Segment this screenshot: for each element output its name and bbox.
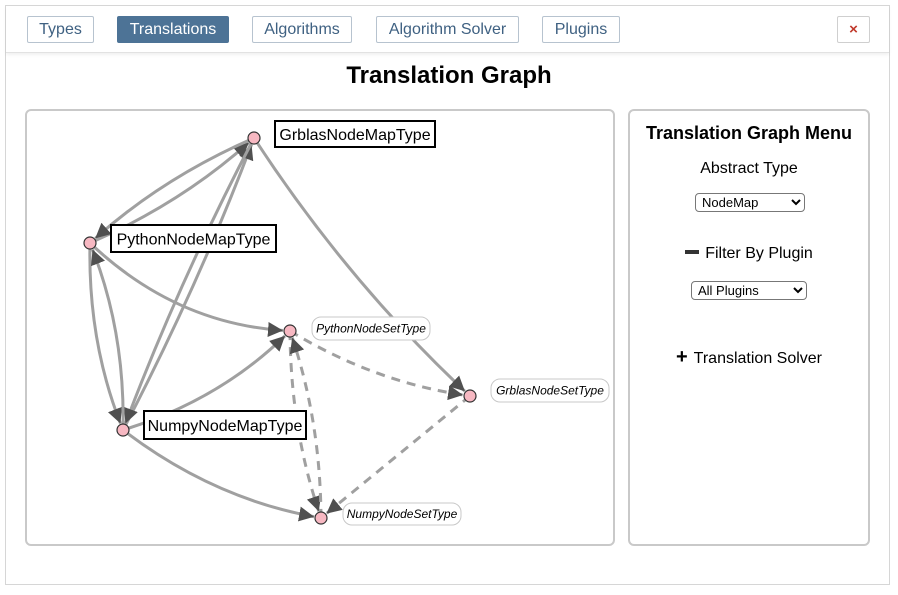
graph-node[interactable] bbox=[283, 324, 297, 338]
graph-node[interactable] bbox=[83, 236, 97, 250]
node-label: NumpyNodeMapType bbox=[148, 418, 303, 435]
graph-edge bbox=[122, 428, 315, 522]
filter-by-plugin-toggle[interactable]: Filter By Plugin bbox=[630, 245, 868, 263]
filter-by-plugin-label: Filter By Plugin bbox=[705, 245, 813, 262]
node-label: PythonNodeSetType bbox=[316, 322, 426, 336]
translation-solver-toggle[interactable]: + Translation Solver bbox=[630, 346, 868, 369]
node-label: NumpyNodeSetType bbox=[347, 507, 458, 521]
top-nav-bar: Types Translations Algorithms Algorithm … bbox=[6, 6, 889, 53]
graph-menu-panel: Translation Graph Menu Abstract Type Nod… bbox=[628, 109, 870, 546]
graph-edge bbox=[325, 394, 471, 515]
node-label: PythonNodeMapType bbox=[117, 232, 271, 249]
tab-types[interactable]: Types bbox=[27, 16, 94, 43]
close-icon[interactable]: × bbox=[837, 16, 870, 43]
graph-edge bbox=[91, 248, 125, 431]
tab-plugins[interactable]: Plugins bbox=[542, 16, 620, 43]
menu-title: Translation Graph Menu bbox=[645, 123, 853, 143]
tab-translations[interactable]: Translations bbox=[117, 16, 229, 43]
graph-edge bbox=[121, 144, 254, 431]
tab-algorithms[interactable]: Algorithms bbox=[252, 16, 352, 43]
minus-icon bbox=[685, 249, 700, 254]
graph-node[interactable] bbox=[314, 511, 328, 525]
node-label-box bbox=[274, 120, 436, 148]
graph-edge bbox=[252, 137, 466, 393]
graph-edge bbox=[88, 242, 122, 425]
node-label: GrblasNodeSetType bbox=[496, 384, 604, 398]
node-label-box bbox=[342, 502, 462, 526]
tab-algorithm-solver[interactable]: Algorithm Solver bbox=[376, 16, 519, 43]
graph-edge bbox=[94, 136, 255, 240]
node-label-box bbox=[311, 316, 431, 341]
graph-edge bbox=[289, 337, 323, 519]
node-layer: GrblasNodeMapTypePythonNodeMapTypeNumpyN… bbox=[83, 120, 610, 526]
abstract-type-label: Abstract Type bbox=[700, 160, 798, 177]
node-label: GrblasNodeMapType bbox=[279, 127, 430, 144]
graph-node[interactable] bbox=[247, 131, 261, 145]
node-label-box bbox=[490, 378, 610, 403]
translation-solver-label: Translation Solver bbox=[693, 350, 823, 367]
graph-edge bbox=[88, 241, 284, 337]
abstract-type-select[interactable]: NodeMap bbox=[695, 193, 805, 212]
node-label-box bbox=[143, 410, 307, 440]
translation-graph[interactable]: GrblasNodeMapTypePythonNodeMapTypeNumpyN… bbox=[27, 111, 613, 544]
graph-edge bbox=[123, 137, 256, 424]
node-label-box bbox=[110, 224, 277, 253]
graph-node[interactable] bbox=[463, 389, 477, 403]
graph-node[interactable] bbox=[116, 423, 130, 437]
page-title: Translation Graph bbox=[346, 62, 552, 89]
graph-edge bbox=[289, 329, 464, 401]
plus-icon: + bbox=[675, 346, 688, 368]
plugin-filter-select[interactable]: All Plugins bbox=[691, 281, 807, 300]
